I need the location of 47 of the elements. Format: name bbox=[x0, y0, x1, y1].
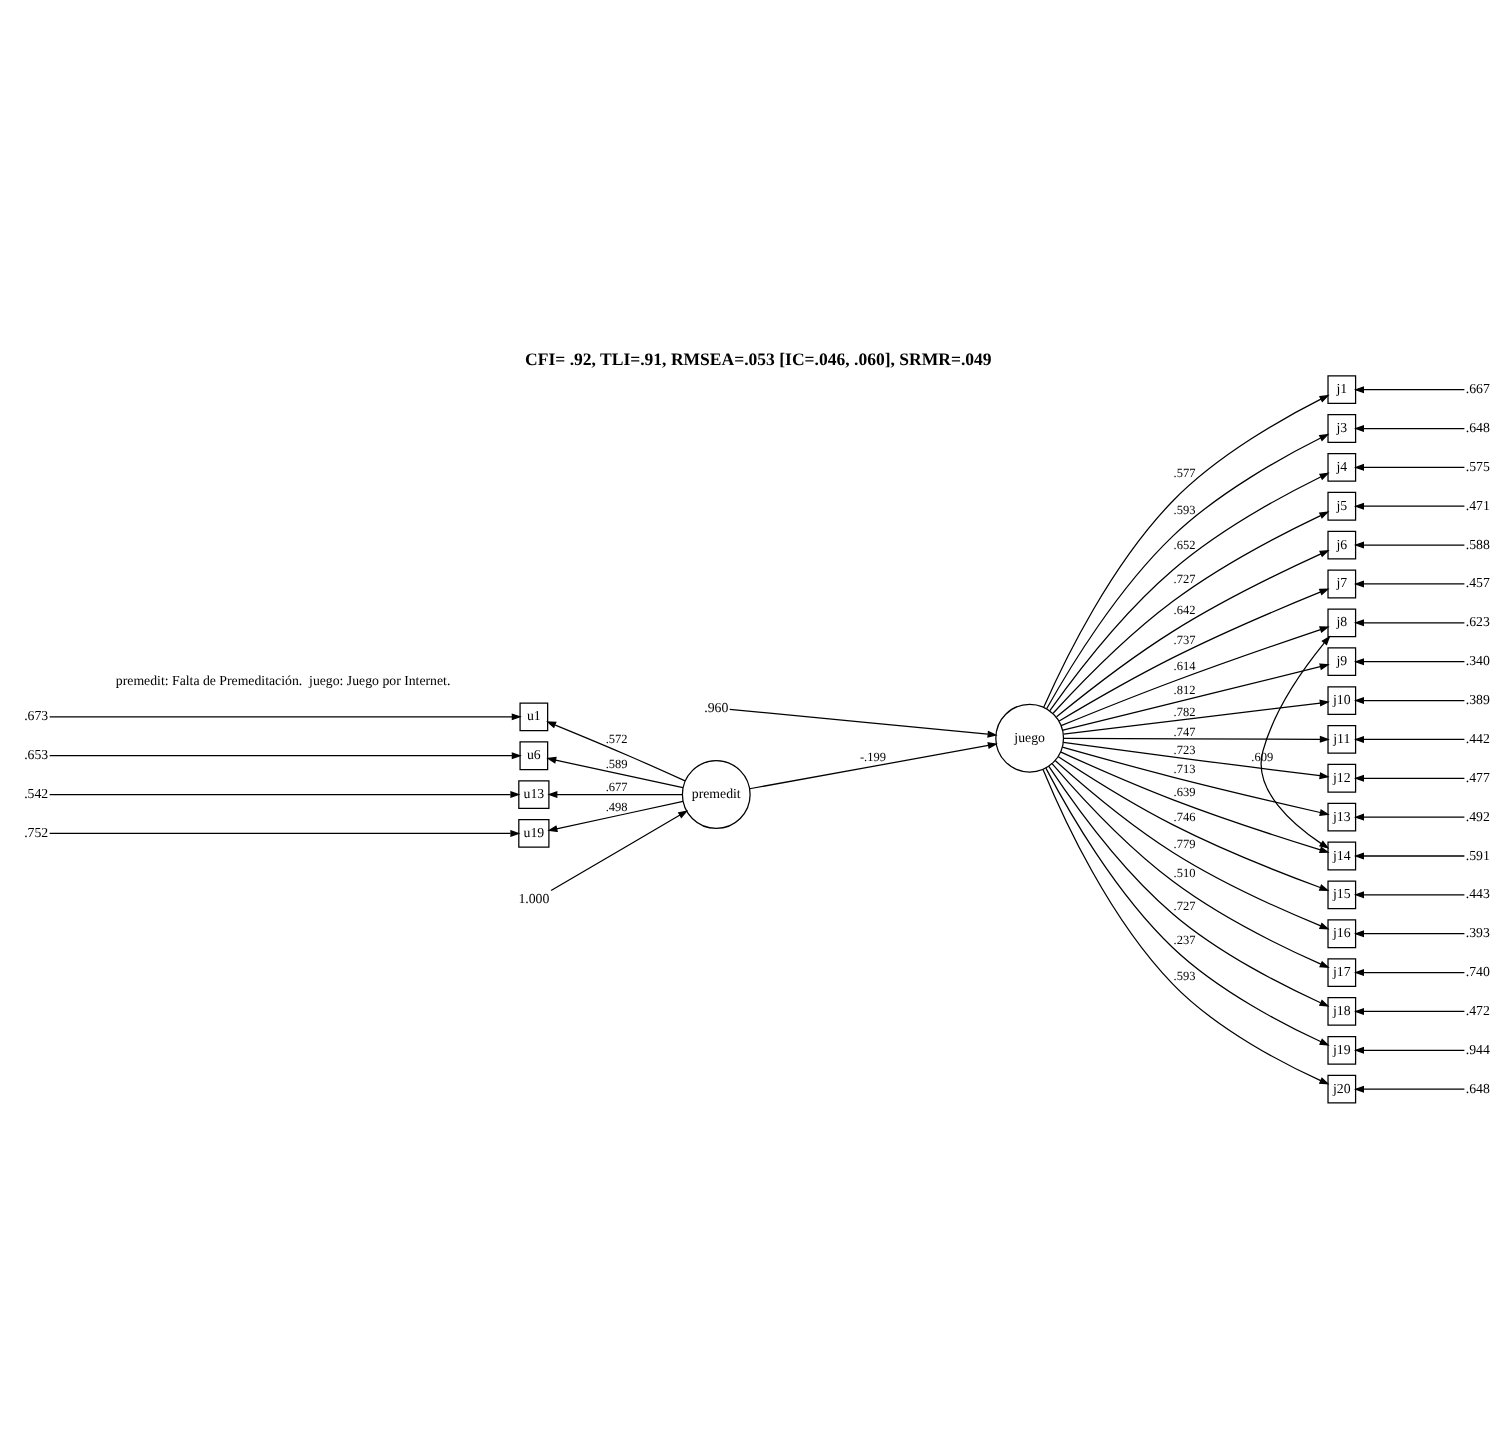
arrow bbox=[1352, 579, 1464, 587]
arrow bbox=[1059, 750, 1329, 853]
arrow bbox=[1352, 540, 1464, 548]
arrow bbox=[1051, 510, 1329, 713]
arrow bbox=[1352, 424, 1464, 432]
arrow bbox=[1352, 501, 1464, 509]
arrow bbox=[728, 707, 997, 737]
arrow bbox=[1352, 812, 1464, 820]
arrow bbox=[1352, 385, 1464, 393]
arrow bbox=[1352, 734, 1464, 742]
arrow bbox=[1054, 548, 1329, 717]
arrow bbox=[1061, 740, 1329, 779]
arrow bbox=[1047, 764, 1329, 1006]
arrow bbox=[545, 755, 683, 788]
diagram-title: CFI= .92, TLI=.91, RMSEA=.053 [IC=.046, .060], SRMR=.049 bbox=[524, 347, 991, 368]
arrow bbox=[1352, 1045, 1464, 1053]
arrow bbox=[1062, 734, 1329, 742]
arrow bbox=[1352, 890, 1464, 898]
arrow bbox=[1352, 1084, 1464, 1092]
arrow bbox=[546, 799, 683, 832]
arrow bbox=[549, 809, 688, 891]
arrow bbox=[1352, 929, 1464, 937]
arrow bbox=[1259, 634, 1330, 848]
arrow bbox=[1352, 968, 1464, 976]
arrow bbox=[1060, 745, 1329, 815]
arrow bbox=[546, 790, 682, 798]
arrow bbox=[1061, 662, 1329, 730]
arrow bbox=[48, 828, 520, 836]
arrow bbox=[1352, 462, 1464, 470]
arrow bbox=[1352, 851, 1464, 859]
arrow bbox=[1352, 696, 1464, 704]
arrow bbox=[48, 790, 520, 798]
arrow bbox=[748, 741, 997, 789]
arrow bbox=[1053, 758, 1329, 929]
arrow bbox=[1352, 1006, 1464, 1014]
arrow bbox=[1057, 587, 1329, 721]
arrow bbox=[1061, 698, 1329, 734]
arrow bbox=[1352, 657, 1464, 665]
arrow bbox=[1352, 618, 1464, 626]
arrow bbox=[48, 751, 521, 759]
arrow bbox=[1059, 625, 1329, 726]
arrow bbox=[1352, 773, 1464, 781]
arrow bbox=[48, 712, 521, 720]
arrow bbox=[1056, 755, 1329, 890]
arrow bbox=[1048, 471, 1329, 711]
arrow bbox=[1050, 762, 1329, 968]
arrow bbox=[545, 720, 685, 781]
